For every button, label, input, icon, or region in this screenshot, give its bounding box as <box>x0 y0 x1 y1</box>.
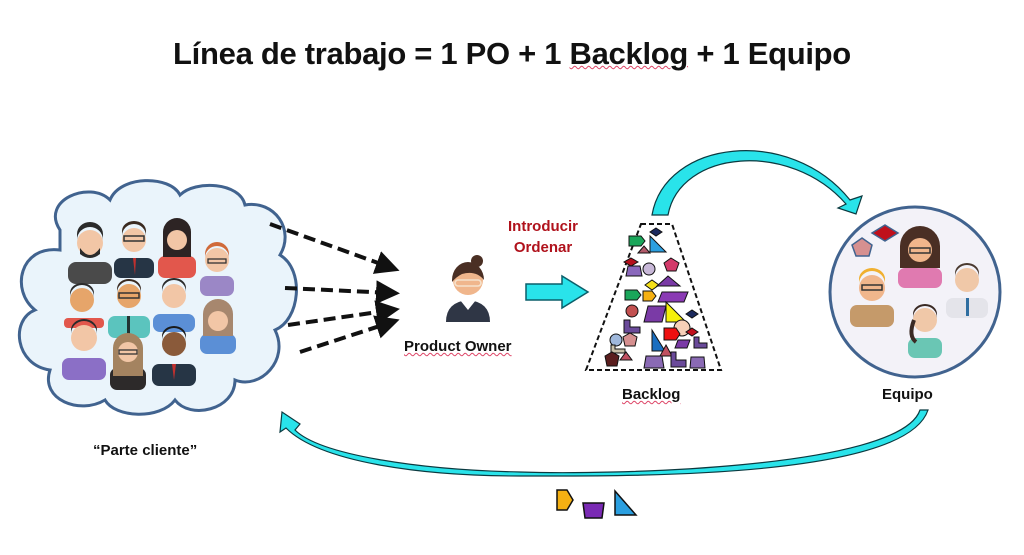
item-shape-icon <box>614 489 638 516</box>
arc-arrow-to-team-icon <box>651 150 863 216</box>
client-label: “Parte cliente” <box>93 442 198 459</box>
person-icon <box>200 299 236 354</box>
person-icon <box>908 304 942 358</box>
person-icon <box>152 326 196 386</box>
action-introduce: Introducir <box>508 218 578 235</box>
return-arc-arrow-icon <box>279 409 929 477</box>
backlog-text: Backlog <box>622 386 681 403</box>
person-icon <box>153 278 195 332</box>
action-order: Ordenar <box>513 239 573 256</box>
person-icon <box>68 222 112 284</box>
title-prefix: Línea de trabajo = 1 PO + 1 <box>173 36 570 71</box>
diagram-title: Línea de trabajo = 1 PO + 1 Backlog + 1 … <box>0 36 1024 72</box>
dashed-arrow <box>299 315 400 354</box>
dashed-arrow <box>287 300 400 327</box>
item-shape-icon <box>582 502 605 519</box>
person-icon <box>110 333 146 390</box>
product-owner-text: Product Owner <box>404 338 512 355</box>
person-icon <box>114 221 154 278</box>
flow-arrow-icon <box>525 274 590 310</box>
person-icon <box>158 218 196 278</box>
person-icon <box>62 319 106 380</box>
person-icon <box>850 268 894 327</box>
dashed-arrow <box>269 222 400 274</box>
team-label: Equipo <box>882 386 933 403</box>
person-icon <box>200 242 234 296</box>
person-icon <box>108 279 150 338</box>
client-people <box>62 218 236 390</box>
item-shape-icon <box>556 489 574 511</box>
person-icon <box>946 263 988 318</box>
dashed-arrow <box>284 280 400 305</box>
action-labels: Introducir Ordenar <box>508 216 578 258</box>
request-arrows <box>269 222 400 354</box>
product-owner-icon <box>446 255 490 322</box>
delivered-items <box>556 489 638 519</box>
product-owner-label: Product Owner <box>404 338 512 355</box>
backlog-label: Backlog <box>622 386 680 403</box>
person-icon <box>898 226 942 288</box>
title-suffix: + 1 Equipo <box>688 36 851 71</box>
backlog-pile <box>584 223 723 371</box>
team-circle <box>828 205 1002 379</box>
title-backlog-word: Backlog <box>569 36 689 71</box>
